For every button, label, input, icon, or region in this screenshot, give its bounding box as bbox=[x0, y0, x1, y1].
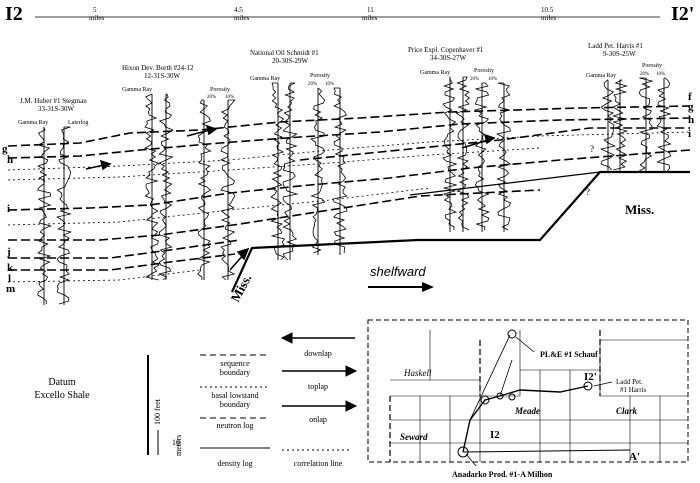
map-well-harris: Ladd Pet.#1 Harris bbox=[616, 378, 647, 394]
log-curve bbox=[455, 76, 471, 231]
legend-onlap: onlap bbox=[309, 415, 327, 424]
question-mark: ? bbox=[586, 187, 590, 197]
well-log-tracks bbox=[43, 77, 665, 305]
well-2-scale: 20%10% bbox=[207, 95, 234, 100]
legend-correlation-line: correlation line bbox=[294, 459, 343, 468]
legend-toplap: toplap bbox=[308, 382, 328, 391]
section-start-label: I2 bbox=[5, 3, 23, 25]
question-mark: ? bbox=[590, 144, 594, 154]
log-curve bbox=[282, 82, 299, 261]
log-curve bbox=[332, 87, 348, 254]
legend-density-log: density log bbox=[217, 459, 252, 468]
log-curve bbox=[656, 77, 672, 172]
scale-meters-unit: meters bbox=[174, 435, 183, 456]
county-clark: Clark bbox=[616, 406, 638, 416]
scale-meters-label: 10 bbox=[172, 438, 180, 447]
shelfward-label: shelfward bbox=[370, 264, 426, 279]
well-3-scale: 20%10% bbox=[308, 82, 334, 87]
log-curve bbox=[56, 126, 73, 305]
section-end-label: I2' bbox=[671, 3, 694, 25]
log-curve bbox=[495, 82, 512, 231]
mississippian-unconformity bbox=[230, 170, 690, 293]
county-seward: Seward bbox=[400, 432, 428, 442]
onlap-arrows bbox=[85, 124, 496, 271]
shelf-edge-line bbox=[409, 171, 601, 196]
legend-downlap: downlap bbox=[304, 349, 332, 358]
log-curve bbox=[269, 82, 286, 261]
map-well-schauf: PL&E #1 Schauf bbox=[540, 350, 598, 359]
well-log-curves bbox=[36, 76, 672, 305]
legend-arrows bbox=[280, 332, 358, 412]
miss-label-left: Miss. bbox=[227, 272, 254, 305]
scale-feet-label: 100 feet bbox=[153, 398, 162, 425]
log-curve bbox=[599, 79, 617, 171]
map-label-i2-prime: I2' bbox=[584, 371, 597, 383]
log-curve bbox=[611, 79, 629, 171]
location-map bbox=[367, 319, 689, 467]
sequence-boundaries bbox=[7, 105, 691, 271]
county-meade: Meade bbox=[514, 406, 540, 416]
legend-line-styles bbox=[200, 354, 350, 451]
log-curve bbox=[36, 126, 53, 305]
map-label-i2: I2 bbox=[490, 429, 500, 441]
map-label-a-prime: A' bbox=[629, 451, 640, 463]
log-curve bbox=[220, 99, 236, 281]
map-well-milhon: Anadarko Prod. #1-A Milhon bbox=[452, 470, 553, 479]
legend-neutron-log: neutron log bbox=[217, 421, 254, 430]
basal-lowstand-boundaries bbox=[7, 131, 691, 283]
well-4-scale: 20%10% bbox=[470, 77, 497, 82]
log-curve bbox=[442, 76, 458, 231]
log-curve bbox=[144, 93, 160, 281]
well-5-logs: Gamma RayPorosity bbox=[586, 63, 662, 79]
log-curve bbox=[474, 82, 490, 231]
log-curve bbox=[638, 77, 654, 172]
county-haskell: Haskell bbox=[403, 368, 432, 378]
log-curve bbox=[310, 87, 326, 254]
shelfward-arrowhead bbox=[422, 282, 434, 292]
miss-label-right: Miss. bbox=[625, 202, 654, 217]
log-curve bbox=[158, 93, 174, 281]
well-5-scale: 20%10% bbox=[640, 72, 665, 77]
